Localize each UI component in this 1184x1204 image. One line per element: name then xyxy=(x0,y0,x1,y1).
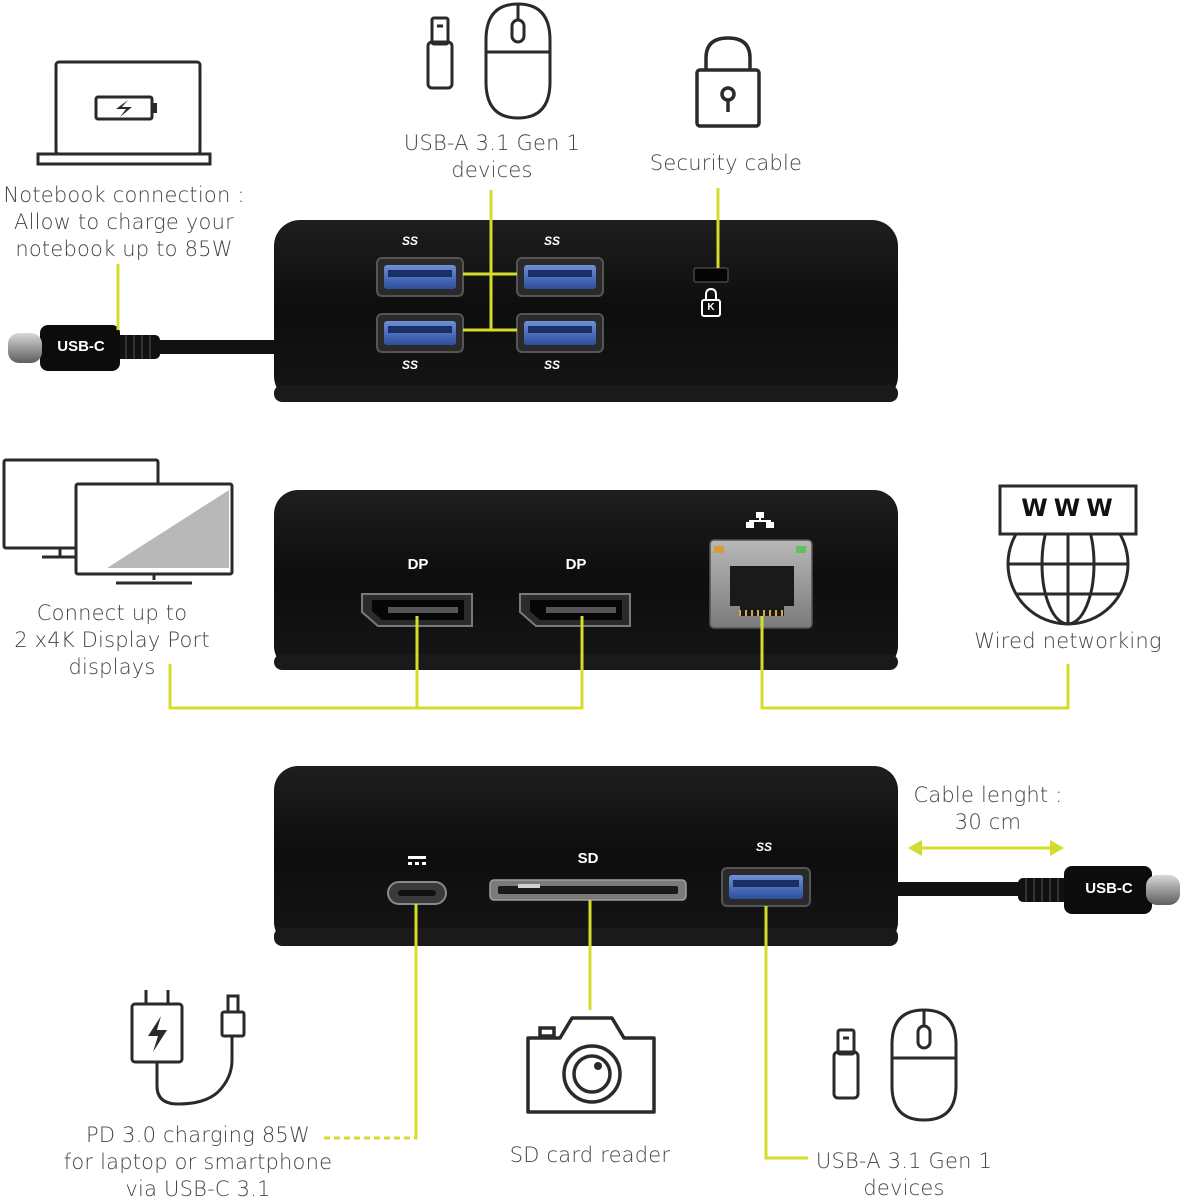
label-line: Notebook connection : xyxy=(3,183,245,207)
display-port-label: Connect up to 2 x4K Display Port display… xyxy=(0,600,224,681)
double-arrow-icon xyxy=(908,840,1064,856)
sd-card-slot xyxy=(489,879,687,901)
wired-networking-label: Wired networking xyxy=(966,628,1170,655)
notebook-connection-label: Notebook connection : Allow to charge yo… xyxy=(0,182,248,263)
sd-card-reader-label: SD card reader xyxy=(490,1142,690,1169)
dock-back-view xyxy=(274,766,1180,946)
mouse-icon xyxy=(484,2,552,120)
www-text: WWW xyxy=(1021,494,1119,522)
label-line: Wired networking xyxy=(974,629,1162,653)
cable-length-label: Cable lenght : 30 cm xyxy=(900,782,1076,836)
superspeed-logo: SS xyxy=(402,234,419,248)
dp-label: DP xyxy=(407,556,429,573)
kensington-letter: K xyxy=(707,302,715,313)
superspeed-logo: SS xyxy=(544,358,561,372)
charger-icon xyxy=(130,990,246,1106)
mouse-icon xyxy=(890,1008,958,1122)
camera-icon xyxy=(526,1016,656,1114)
usb-c-plug-label: USB-C xyxy=(57,338,105,355)
globe-www-icon xyxy=(998,484,1138,626)
label-line: Connect up to xyxy=(36,601,188,625)
superspeed-logo: SS xyxy=(756,840,773,854)
label-line: Cable lenght : xyxy=(913,783,1063,807)
usb-a-port xyxy=(376,313,464,353)
label-line: Security cable xyxy=(649,151,803,175)
usb-stick-icon xyxy=(426,16,454,90)
connector-lines-bottom xyxy=(320,900,808,1160)
security-cable-label: Security cable xyxy=(630,150,822,177)
displayport-port xyxy=(361,593,473,627)
usb-c-plug-label: USB-C xyxy=(1085,880,1133,897)
pd-charging-label: PD 3.0 charging 85W for laptop or smartp… xyxy=(40,1122,356,1203)
usb-a-top-label: USB-A 3.1 Gen 1 devices xyxy=(392,130,592,184)
superspeed-logo: SS xyxy=(402,358,419,372)
kensington-lock-icon xyxy=(701,287,721,317)
usb-a-port xyxy=(516,313,604,353)
superspeed-logo: SS xyxy=(544,234,561,248)
label-line: devices xyxy=(863,1176,945,1200)
label-line: displays xyxy=(68,655,156,679)
dock-front-view xyxy=(274,490,898,670)
ethernet-icon xyxy=(746,512,774,528)
label-line: USB-A 3.1 Gen 1 xyxy=(403,131,581,155)
label-line: PD 3.0 charging 85W xyxy=(86,1123,310,1147)
dual-monitor-icon xyxy=(2,458,234,585)
dock-top-view xyxy=(8,220,898,402)
ethernet-port xyxy=(709,539,813,629)
usb-a-bottom-label: USB-A 3.1 Gen 1 devices xyxy=(806,1148,1002,1202)
displayport-port xyxy=(519,593,631,627)
usb-c-port xyxy=(387,881,447,905)
label-line: via USB-C 3.1 xyxy=(125,1177,271,1201)
label-line: 30 cm xyxy=(954,810,1022,834)
label-line: devices xyxy=(451,158,533,182)
dp-label: DP xyxy=(565,556,587,573)
label-line: for laptop or smartphone xyxy=(63,1150,333,1174)
connector-lines-top xyxy=(116,188,720,332)
laptop-battery-icon xyxy=(36,60,212,166)
label-line: SD card reader xyxy=(509,1143,671,1167)
sd-label: SD xyxy=(577,850,599,867)
usb-a-port xyxy=(376,257,464,297)
usb-a-port xyxy=(721,867,811,907)
label-line: Allow to charge your xyxy=(14,210,234,234)
usb-a-port xyxy=(516,257,604,297)
dc-power-icon xyxy=(408,856,426,865)
connector-lines-middle xyxy=(168,616,1070,710)
label-line: USB-A 3.1 Gen 1 xyxy=(815,1149,993,1173)
label-line: 2 x4K Display Port xyxy=(14,628,210,652)
padlock-icon xyxy=(695,36,761,128)
usb-stick-icon xyxy=(832,1028,860,1100)
label-line: notebook up to 85W xyxy=(15,237,233,261)
